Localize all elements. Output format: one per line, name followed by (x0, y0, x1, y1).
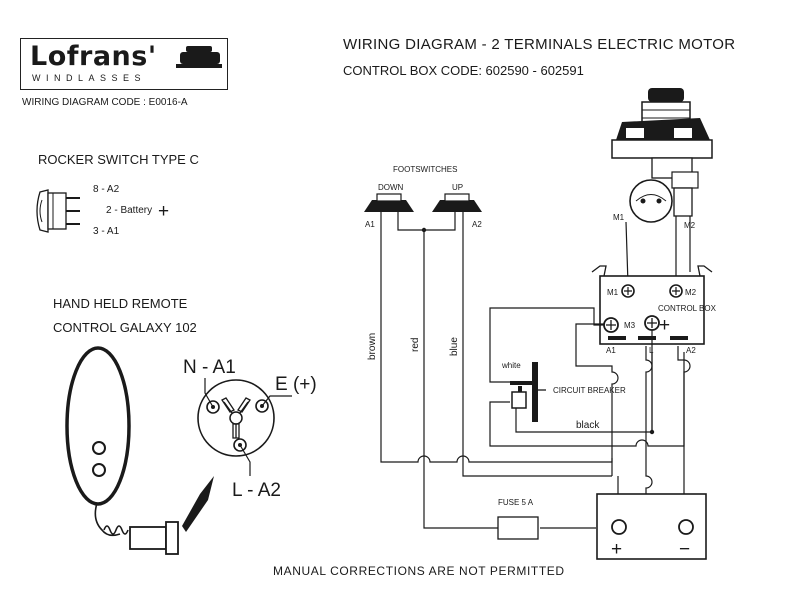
footswitch-up-a2: A2 (472, 220, 482, 229)
footswitch-wiring (380, 212, 613, 529)
footswitch-up-label: UP (452, 183, 463, 192)
battery (596, 493, 707, 560)
motor-label-m1: M1 (613, 213, 625, 222)
cb-plus-sign: + (659, 315, 670, 336)
battery-minus: − (679, 539, 690, 560)
circuit-breaker-label: CIRCUIT BREAKER (553, 386, 626, 395)
cb-label-m2: M2 (685, 288, 697, 297)
wire-label-blue: blue (449, 337, 460, 356)
battery-plus: + (611, 539, 622, 560)
rocker-label-a2: 8 - A2 (93, 184, 120, 195)
cb-label-control-box: CONTROL BOX (658, 304, 717, 313)
remote-label-n: N - A1 (183, 357, 236, 378)
rocker-switch (36, 189, 80, 233)
cb-label-m1: M1 (607, 288, 619, 297)
motor-label-m2: M2 (684, 221, 696, 230)
footswitch-down-label: DOWN (378, 183, 404, 192)
wire-label-red: red (410, 338, 421, 352)
rocker-plus-sign: + (158, 201, 169, 222)
logo-text: Lofrans' (30, 41, 157, 72)
control-box (591, 265, 713, 345)
logo-subtitle: WINDLASSES (32, 73, 147, 83)
diagram-title: WIRING DIAGRAM - 2 TERMINALS ELECTRIC MO… (343, 36, 736, 53)
rocker-label-a1: 3 - A1 (93, 226, 120, 237)
control-box-code: CONTROL BOX CODE: 602590 - 602591 (343, 63, 584, 78)
remote-title-line1: HAND HELD REMOTE (53, 296, 188, 311)
remote-label-e: E (+) (275, 374, 317, 395)
cb-label-a2: A2 (686, 346, 696, 355)
remote-plug-socket (197, 378, 292, 476)
footswitches-title: FOOTSWITCHES (393, 165, 457, 174)
rocker-switch-title: ROCKER SWITCH TYPE C (38, 152, 199, 167)
wire-label-black: black (576, 420, 600, 431)
fuse-label: FUSE 5 A (498, 498, 534, 507)
rocker-label-battery: 2 - Battery (106, 205, 152, 216)
logo-frame (20, 38, 228, 90)
wiring-diagram-code: WIRING DIAGRAM CODE : E0016-A (22, 97, 188, 108)
footswitch-down (364, 193, 414, 212)
footswitch-up (432, 193, 482, 212)
circuit-breaker (510, 362, 546, 422)
cb-label-a1: A1 (606, 346, 616, 355)
footswitch-down-a1: A1 (365, 220, 375, 229)
wire-label-brown: brown (367, 333, 378, 360)
cb-label-m3: M3 (624, 321, 636, 330)
remote-title-line2: CONTROL GALAXY 102 (53, 320, 197, 335)
footer-notice: MANUAL CORRECTIONS ARE NOT PERMITTED (273, 564, 565, 578)
logo-windlass-emblem (176, 46, 222, 68)
windlass-drawing (611, 88, 713, 285)
fuse (497, 516, 539, 540)
wire-label-white: white (501, 361, 521, 370)
remote-handset (65, 346, 214, 555)
remote-label-l: L - A2 (232, 480, 281, 501)
power-wiring (489, 307, 691, 529)
